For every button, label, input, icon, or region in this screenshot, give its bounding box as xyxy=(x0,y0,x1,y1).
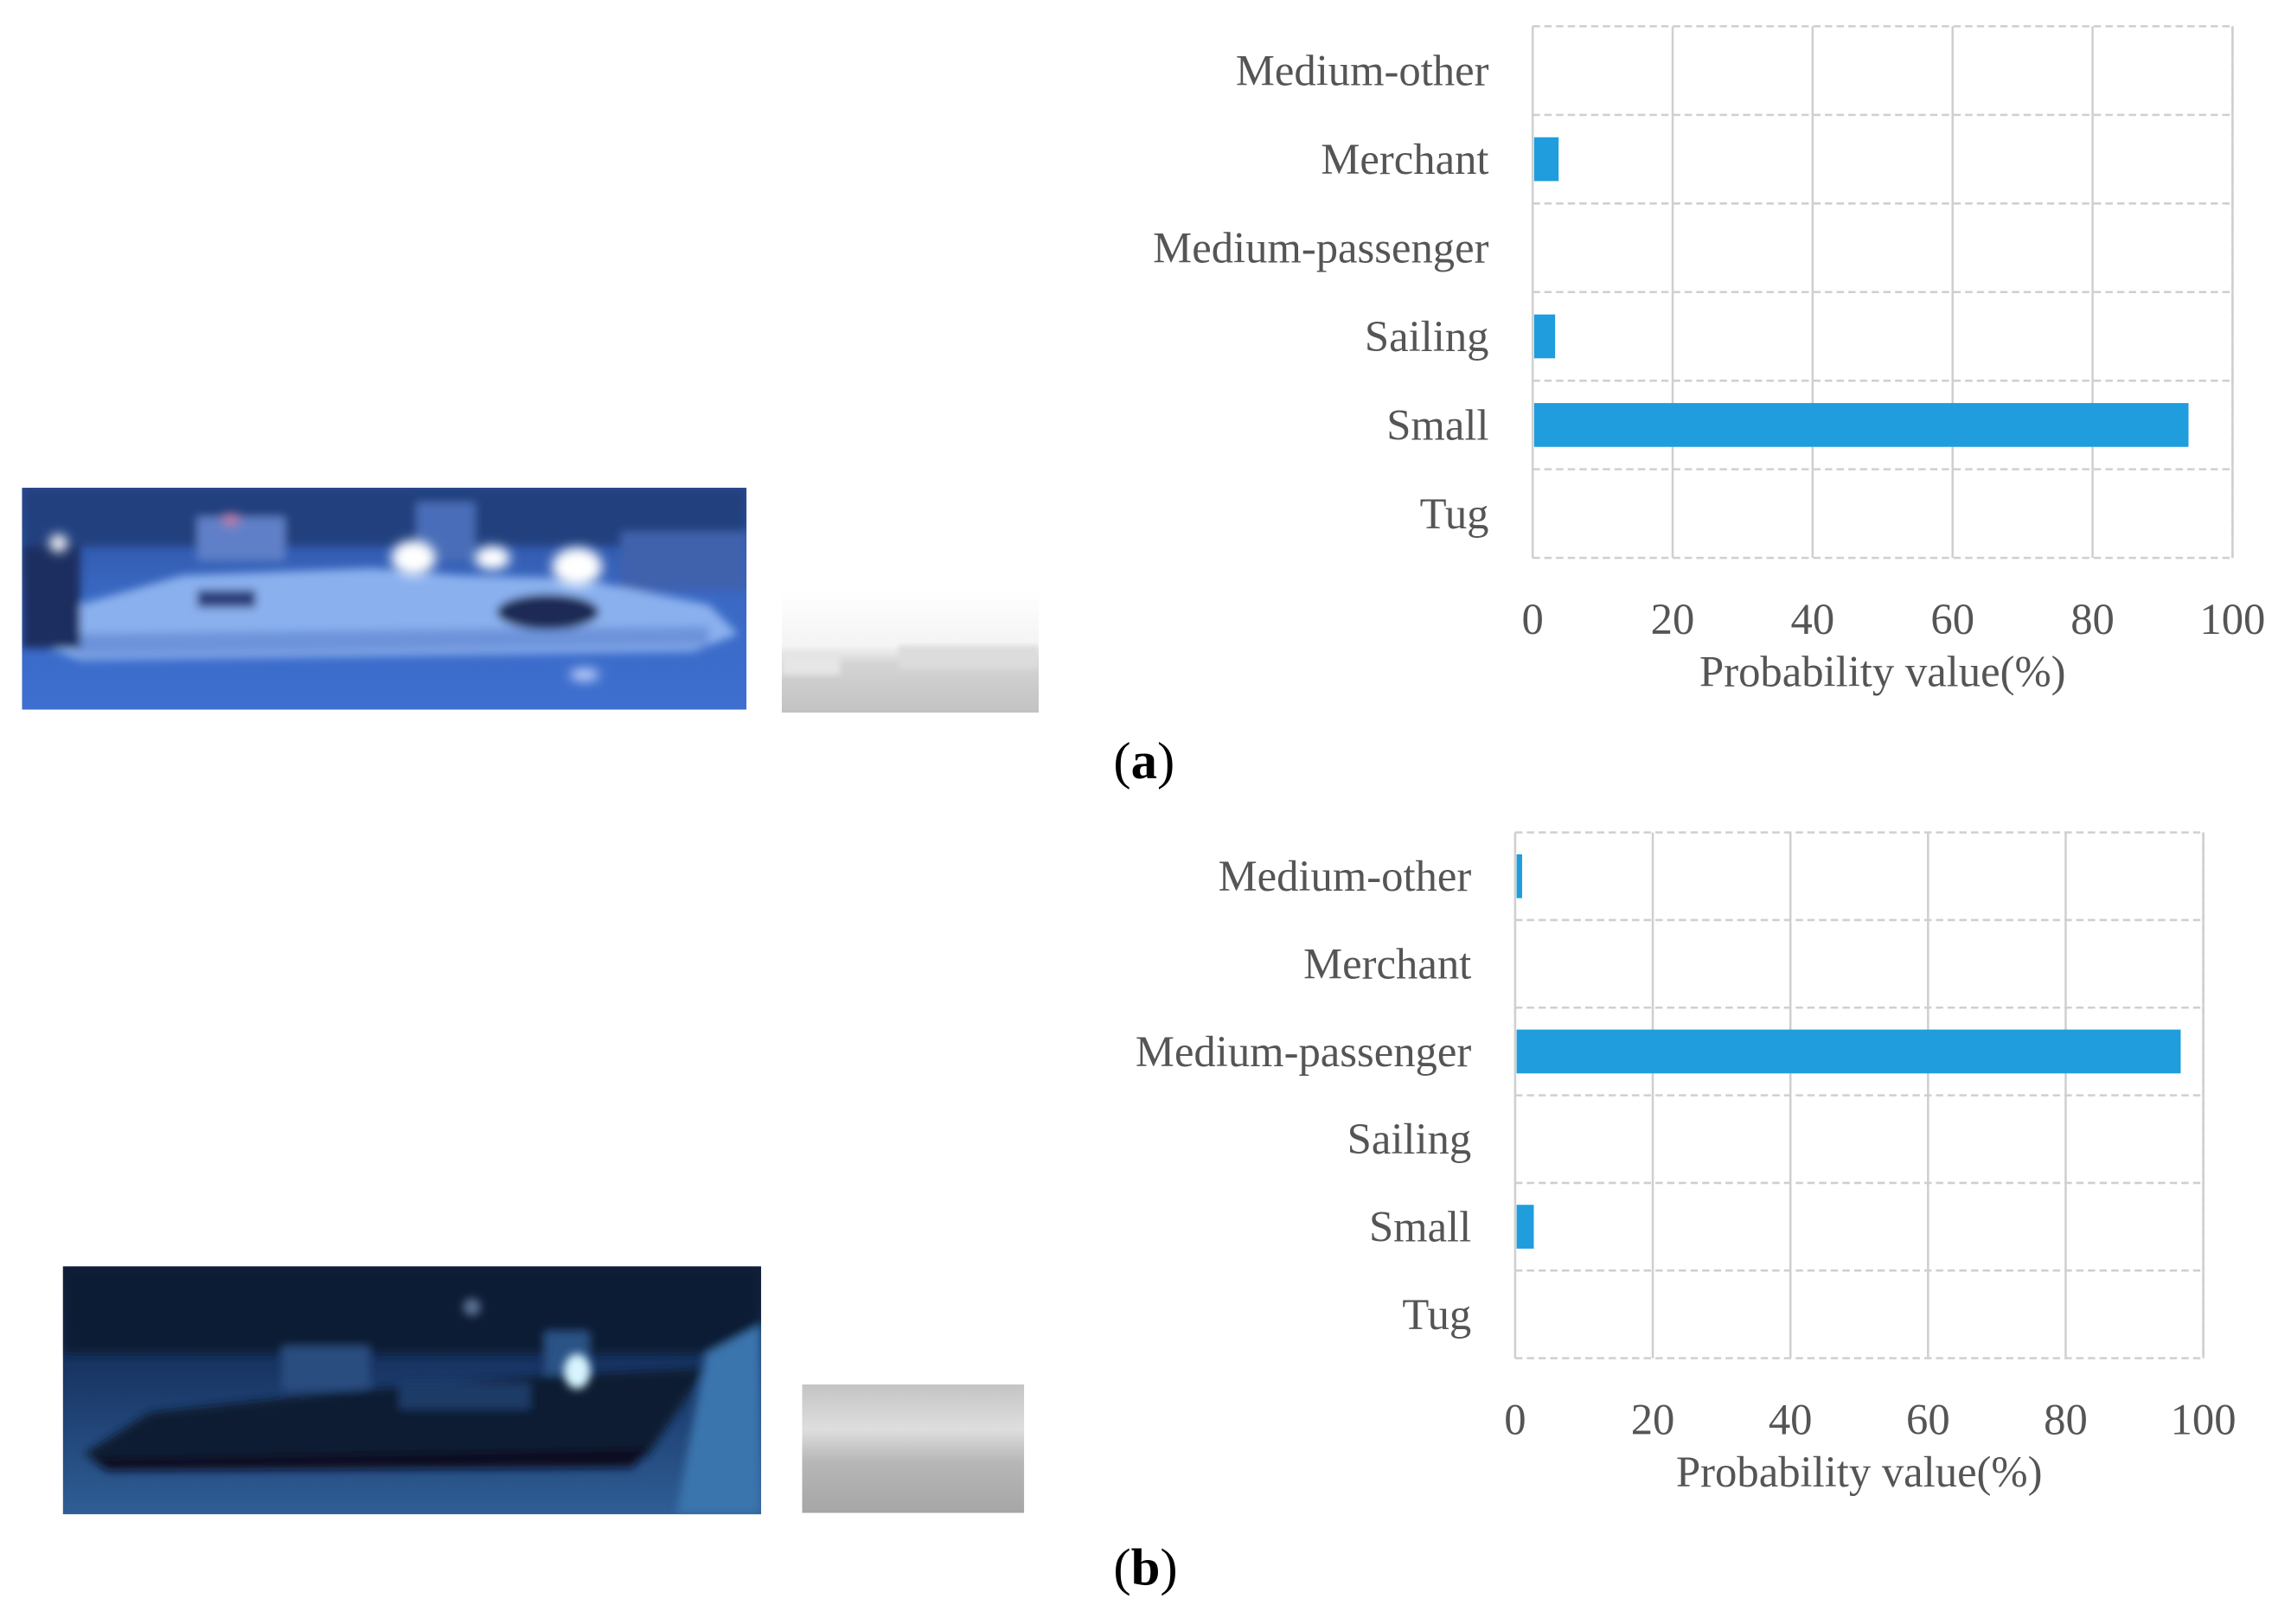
mask-image-b xyxy=(802,1384,1025,1513)
category-label: Tug xyxy=(1402,1290,1471,1339)
panel-label-b: (b) xyxy=(1113,1538,1178,1596)
x-tick-label: 60 xyxy=(1930,595,1974,643)
bar-medium-other xyxy=(1516,854,1522,898)
bar-small xyxy=(1533,403,2189,447)
x-tick-label: 100 xyxy=(2171,1395,2237,1443)
bar-sailing xyxy=(1533,314,1556,359)
bar-small xyxy=(1516,1205,1534,1249)
ship-photo-b xyxy=(62,1266,762,1515)
x-tick-label: 0 xyxy=(1522,595,1544,643)
category-label: Sailing xyxy=(1365,312,1489,361)
category-label: Small xyxy=(1369,1202,1471,1250)
category-label: Medium-other xyxy=(1236,47,1489,95)
x-tick-label: 80 xyxy=(2070,595,2115,643)
bar-merchant xyxy=(1533,137,1559,182)
category-label: Medium-other xyxy=(1219,852,1472,900)
category-label: Tug xyxy=(1420,489,1489,538)
x-axis-label: Probability value(%) xyxy=(1699,648,2066,696)
category-label: Sailing xyxy=(1347,1115,1472,1163)
ship-photo-a xyxy=(22,488,747,710)
mask-image-a xyxy=(781,590,1040,713)
x-tick-label: 60 xyxy=(1906,1395,1950,1443)
x-tick-label: 20 xyxy=(1631,1395,1675,1443)
x-tick-label: 40 xyxy=(1791,595,1835,643)
x-tick-label: 100 xyxy=(2199,595,2265,643)
bar-medium-passenger xyxy=(1516,1029,2181,1074)
x-tick-label: 40 xyxy=(1769,1395,1813,1443)
x-tick-label: 0 xyxy=(1504,1395,1526,1443)
category-label: Medium-passenger xyxy=(1136,1027,1471,1076)
x-axis-label: Probability value(%) xyxy=(1676,1448,2043,1496)
category-label: Small xyxy=(1386,400,1488,449)
x-tick-label: 80 xyxy=(2044,1395,2088,1443)
x-tick-label: 20 xyxy=(1651,595,1695,643)
category-label: Medium-passenger xyxy=(1153,223,1488,272)
category-label: Merchant xyxy=(1321,135,1488,183)
panel-label-a: (a) xyxy=(1113,732,1175,790)
category-label: Merchant xyxy=(1303,940,1471,988)
